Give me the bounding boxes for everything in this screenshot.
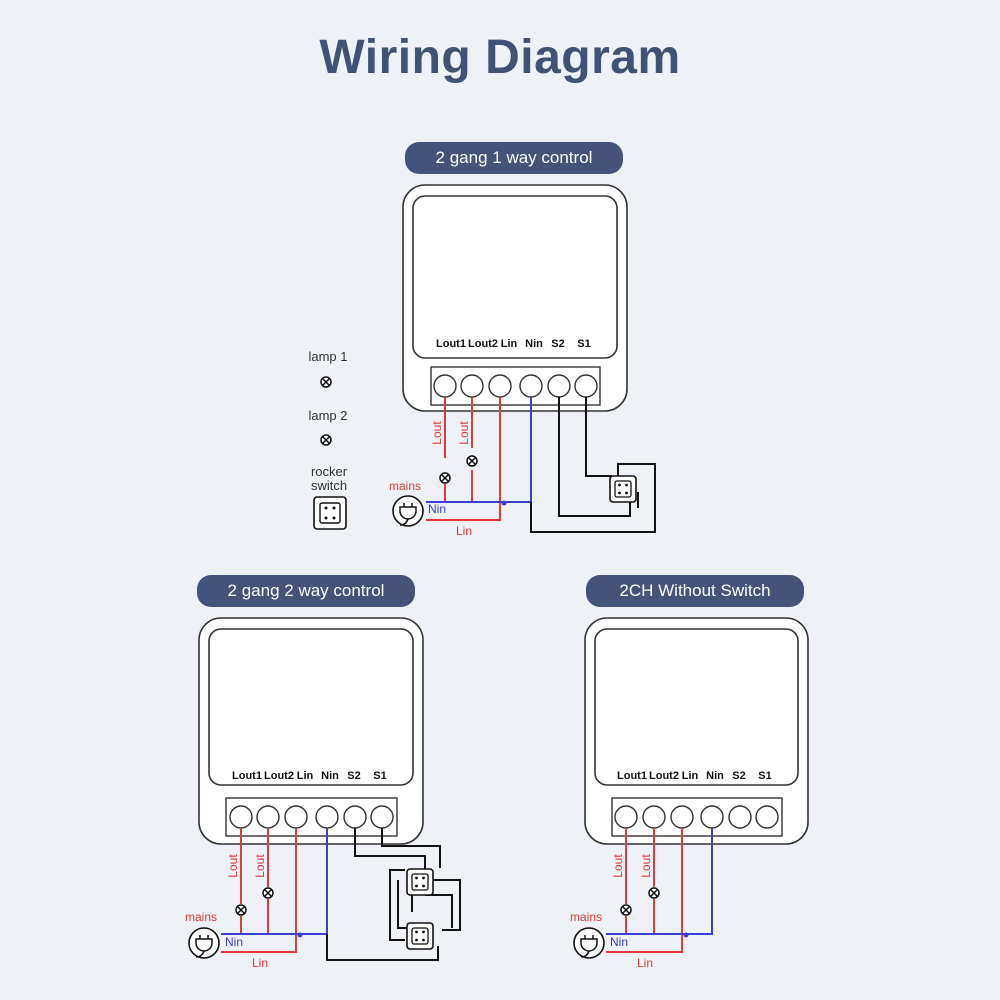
- terminal-label-s1: S1: [373, 770, 386, 782]
- rocker-switch-icon: [609, 475, 637, 503]
- relay-module-2gang-2way: Lout1 Lout2 Lin Nin S2 S1: [198, 617, 424, 845]
- legend-lamp2-label: lamp 2: [308, 408, 347, 423]
- mains-label: mains: [570, 910, 602, 924]
- lout-label: Lout: [457, 421, 471, 445]
- terminal-label-lout1: Lout1: [232, 770, 262, 782]
- rocker-switch-icon: [406, 868, 434, 896]
- lamp-icon: [648, 887, 660, 899]
- lout-label: Lout: [253, 854, 267, 878]
- terminal-label-nin: Nin: [706, 770, 724, 782]
- rocker-switch-icon: [313, 496, 347, 530]
- nin-label: Nin: [428, 502, 446, 516]
- terminal-label-lout2: Lout2: [649, 770, 679, 782]
- lout-label: Lout: [639, 854, 653, 878]
- lamp-icon: [262, 887, 274, 899]
- nin-label: Nin: [610, 935, 628, 949]
- mains-plug-icon: [573, 927, 605, 959]
- terminal-label-s1: S1: [577, 338, 590, 350]
- section-title-2gang-2way: 2 gang 2 way control: [197, 575, 415, 607]
- lin-label: Lin: [637, 956, 653, 970]
- mains-plug-icon: [188, 927, 220, 959]
- terminal-label-nin: Nin: [321, 770, 339, 782]
- section-title-2gang-1way: 2 gang 1 way control: [405, 142, 623, 174]
- lamp-icon: [320, 376, 332, 388]
- terminal-label-lout1: Lout1: [617, 770, 647, 782]
- terminal-label-s2: S2: [732, 770, 745, 782]
- lamp-icon: [439, 472, 451, 484]
- mains-label: mains: [185, 910, 217, 924]
- mains-plug-icon: [392, 495, 424, 527]
- wiring-2ch-without-switch: [606, 828, 713, 953]
- rocker-switch-icon: [406, 922, 434, 950]
- legend-switch-label: switch: [311, 478, 347, 493]
- lamp-icon: [620, 904, 632, 916]
- wiring-2gang-2way: [221, 828, 461, 961]
- relay-module-2ch-without-switch: Lout1 Lout2 Lin Nin S2 S1: [584, 617, 809, 845]
- terminal-label-s2: S2: [551, 338, 564, 350]
- legend: lamp 1 lamp 2 rocker switch: [308, 349, 348, 530]
- terminal-label-s2: S2: [347, 770, 360, 782]
- terminal-label-lin: Lin: [297, 770, 314, 782]
- section-title-2ch-without-switch: 2CH Without Switch: [586, 575, 804, 607]
- terminal-label-lout2: Lout2: [264, 770, 294, 782]
- relay-module-2gang-1way: Lout1 Lout2 Lin Nin S2 S1: [402, 184, 628, 412]
- legend-rocker-label: rocker: [311, 464, 348, 479]
- lout-label: Lout: [611, 854, 625, 878]
- lamp-icon: [466, 455, 478, 467]
- lamp-icon: [235, 904, 247, 916]
- lin-label: Lin: [456, 524, 472, 538]
- terminal-label-lin: Lin: [501, 338, 518, 350]
- lout-label: Lout: [226, 854, 240, 878]
- page-title: Wiring Diagram: [319, 31, 681, 84]
- nin-label: Nin: [225, 935, 243, 949]
- terminal-label-lout2: Lout2: [468, 338, 498, 350]
- mains-label: mains: [389, 479, 421, 493]
- terminal-label-s1: S1: [758, 770, 771, 782]
- terminal-label-lin: Lin: [682, 770, 699, 782]
- terminal-label-nin: Nin: [525, 338, 543, 350]
- lamp-icon: [320, 434, 332, 446]
- wiring-2gang-1way: [426, 397, 656, 533]
- lout-label: Lout: [430, 421, 444, 445]
- lin-label: Lin: [252, 956, 268, 970]
- terminal-label-lout1: Lout1: [436, 338, 466, 350]
- legend-lamp1-label: lamp 1: [308, 349, 347, 364]
